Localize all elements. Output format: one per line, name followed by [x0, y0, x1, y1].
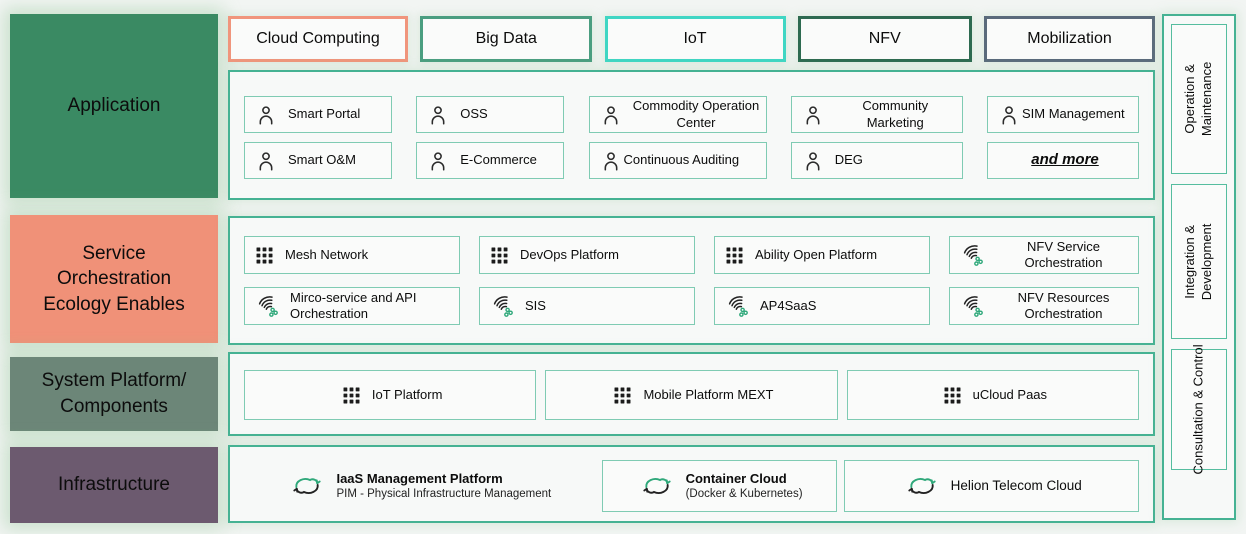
app-item-e-commerce: E-Commerce [416, 142, 565, 179]
person-icon [255, 150, 277, 172]
app-item-smart-om: Smart O&M [244, 142, 392, 179]
app-item-commodity-operation-center: Commodity Operation Center [588, 96, 767, 133]
sys-item-ucloud-paas: uCloud Paas [846, 370, 1139, 420]
app-item-sim-management: SIM Management [987, 96, 1139, 133]
person-icon [600, 104, 622, 126]
person-icon [427, 104, 449, 126]
svc-item-mesh-network: Mesh Network [244, 236, 460, 274]
orchestration-mesh-icon [725, 294, 749, 318]
category-row: Cloud Computing Big Data IoT NFV Mobiliz… [228, 16, 1155, 62]
category-iot: IoT [604, 16, 786, 62]
app-item-smart-portal: Smart Portal [244, 96, 392, 133]
app-item-deg: DEG [790, 142, 963, 179]
grid-icon [342, 386, 361, 405]
person-icon [427, 150, 449, 172]
stack-label-infrastructure: Infrastructure [10, 447, 218, 523]
inf-item-container-cloud: Container Cloud (Docker & Kubernetes) [601, 460, 838, 512]
orchestration-mesh-icon [490, 294, 514, 318]
section-service-orchestration: Mesh Network DevOps Platform Ability Ope… [228, 216, 1155, 345]
svc-item-micro-service-api-orchestration: Mirco-service and API Orchestration [244, 287, 460, 325]
orchestration-mesh-icon [960, 294, 984, 318]
inf-item-helion-telecom-cloud: Helion Telecom Cloud [844, 460, 1139, 512]
grid-icon [943, 386, 962, 405]
sidebar-item-integration-development: Integration & Development [1171, 184, 1227, 339]
stack-label-service-orchestration: Service Orchestration Ecology Enables [10, 215, 218, 343]
sys-item-iot-platform: IoT Platform [244, 370, 537, 420]
orchestration-mesh-icon [960, 243, 984, 267]
person-icon [998, 104, 1020, 126]
person-icon [255, 104, 277, 126]
cloud-sync-icon [641, 474, 673, 498]
category-mobilization: Mobilization [984, 16, 1155, 62]
category-big-data: Big Data [420, 16, 593, 62]
person-icon [802, 104, 824, 126]
sys-item-mobile-platform-mext: Mobile Platform MEXT [545, 370, 838, 420]
svc-item-devops-platform: DevOps Platform [479, 236, 695, 274]
person-icon [600, 150, 622, 172]
grid-icon [490, 246, 509, 265]
app-item-community-marketing: Community Marketing [790, 96, 963, 133]
section-system-platform: IoT Platform Mobile Platform MEXT uCloud… [228, 352, 1155, 436]
section-application: Smart Portal OSS Commodity Operation Cen… [228, 70, 1155, 200]
app-item-oss: OSS [416, 96, 565, 133]
section-infrastructure: IaaS Management Platform PIM - Physical … [228, 445, 1155, 523]
stack-label-application: Application [10, 14, 218, 198]
person-icon [802, 150, 824, 172]
sidebar-item-operation-maintenance: Operation & Maintenance [1171, 24, 1227, 174]
svc-item-sis: SIS [479, 287, 695, 325]
stack-label-system-platform: System Platform/ Components [10, 357, 218, 431]
cloud-sync-icon [291, 474, 323, 498]
orchestration-mesh-icon [255, 294, 279, 318]
app-item-continuous-auditing: Continuous Auditing [588, 142, 767, 179]
category-nfv: NFV [797, 16, 972, 62]
sidebar-item-consultation-control: Consultation & Control [1171, 344, 1227, 475]
grid-icon [255, 246, 274, 265]
grid-icon [725, 246, 744, 265]
cloud-sync-icon [906, 474, 938, 498]
svc-item-nfv-resources-orchestration: NFV Resources Orchestration [949, 287, 1139, 325]
svc-item-nfv-service-orchestration: NFV Service Orchestration [949, 236, 1139, 274]
sidebar-services: Operation & Maintenance Integration & De… [1162, 14, 1236, 520]
inf-item-iaas-management-platform: IaaS Management Platform PIM - Physical … [244, 460, 595, 512]
svc-item-ap4saas: AP4SaaS [714, 287, 930, 325]
category-cloud-computing: Cloud Computing [228, 16, 408, 62]
app-item-and-more: and more [987, 142, 1139, 179]
grid-icon [613, 386, 632, 405]
svc-item-ability-open-platform: Ability Open Platform [714, 236, 930, 274]
